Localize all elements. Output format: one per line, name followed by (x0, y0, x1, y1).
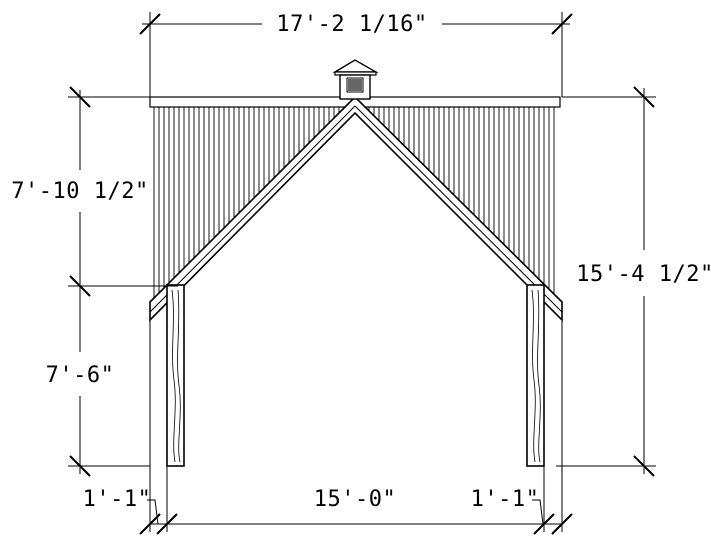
tick-mark (551, 513, 573, 535)
right-post-grain-2 (537, 289, 541, 463)
siding-lines (153, 107, 555, 299)
leader-line (532, 499, 544, 525)
dim-overall-width: 17'-2 1/16" (139, 12, 573, 97)
roof-outline (149, 95, 563, 322)
tick-mark (533, 513, 555, 535)
dim-label: 1'-1" (83, 487, 152, 512)
dim-bottom: 1'-1" 15'-0" 1'-1" (83, 320, 573, 535)
tick-mark (551, 13, 573, 35)
left-post-grain-1 (171, 289, 176, 463)
dim-left-heights: 7'-10 1/2" 7'-6" (11, 86, 178, 477)
roof-fascia-left (149, 105, 356, 313)
dim-label: 1'-1" (471, 487, 540, 512)
right-post-grain-1 (531, 289, 536, 463)
roof-fascia-right (354, 105, 563, 313)
tick-mark (69, 455, 91, 477)
gable-roof (149, 95, 563, 322)
tick-mark (633, 86, 655, 108)
vertical-siding (149, 96, 561, 299)
dim-label: 7'-6" (46, 363, 115, 388)
dim-label: 15'-0" (314, 487, 396, 512)
left-post (166, 284, 185, 467)
louver-slats (348, 79, 362, 91)
leader-line (147, 499, 159, 525)
dim-label: 7'-10 1/2" (11, 179, 148, 204)
cupola-roof (332, 59, 379, 73)
tick-mark (633, 455, 655, 477)
tick-mark (156, 513, 178, 535)
tick-mark (69, 275, 91, 297)
left-post-outline (166, 284, 185, 467)
dim-label: 15'-4 1/2" (576, 262, 711, 287)
tick-mark (139, 13, 161, 35)
cupola (332, 59, 379, 100)
right-post-outline (526, 284, 545, 467)
right-post (526, 284, 545, 467)
left-post-grain-2 (177, 289, 181, 463)
dim-label: 17'-2 1/16" (276, 12, 427, 37)
tick-mark (69, 86, 91, 108)
dim-overall-height: 15'-4 1/2" (556, 86, 711, 477)
